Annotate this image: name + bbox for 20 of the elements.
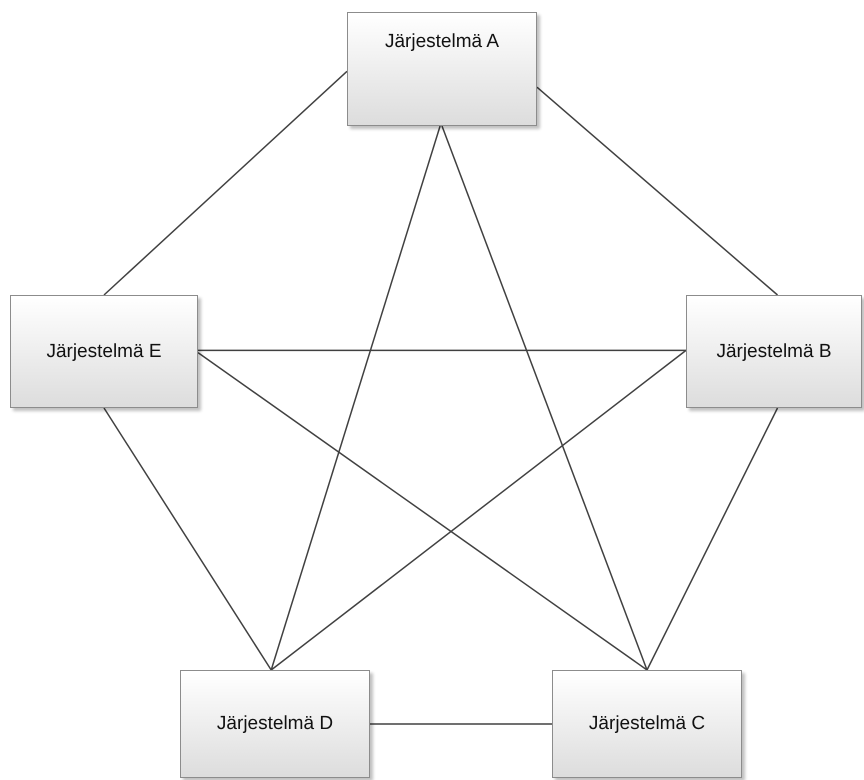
- connector-line: [198, 350, 686, 352]
- connector-line: [104, 70, 348, 296]
- connector-line: [370, 723, 552, 725]
- node-label: Järjestelmä B: [716, 340, 832, 362]
- node-label: Järjestelmä A: [384, 31, 500, 53]
- connector-line: [441, 126, 648, 670]
- node-label: Järjestelmä C: [588, 713, 706, 735]
- node-label: Järjestelmä E: [46, 340, 162, 362]
- connector-line: [536, 86, 778, 296]
- system-box: [10, 295, 198, 408]
- system-box: [347, 12, 537, 126]
- connector-line: [646, 408, 778, 670]
- system-box: [552, 670, 742, 778]
- connector-line: [103, 408, 272, 670]
- system-box: [180, 670, 370, 778]
- node-label: Järjestelmä D: [216, 713, 334, 735]
- connector-line: [270, 126, 441, 670]
- connector-line: [270, 350, 686, 671]
- connector-line: [198, 352, 648, 671]
- system-box: [686, 295, 862, 408]
